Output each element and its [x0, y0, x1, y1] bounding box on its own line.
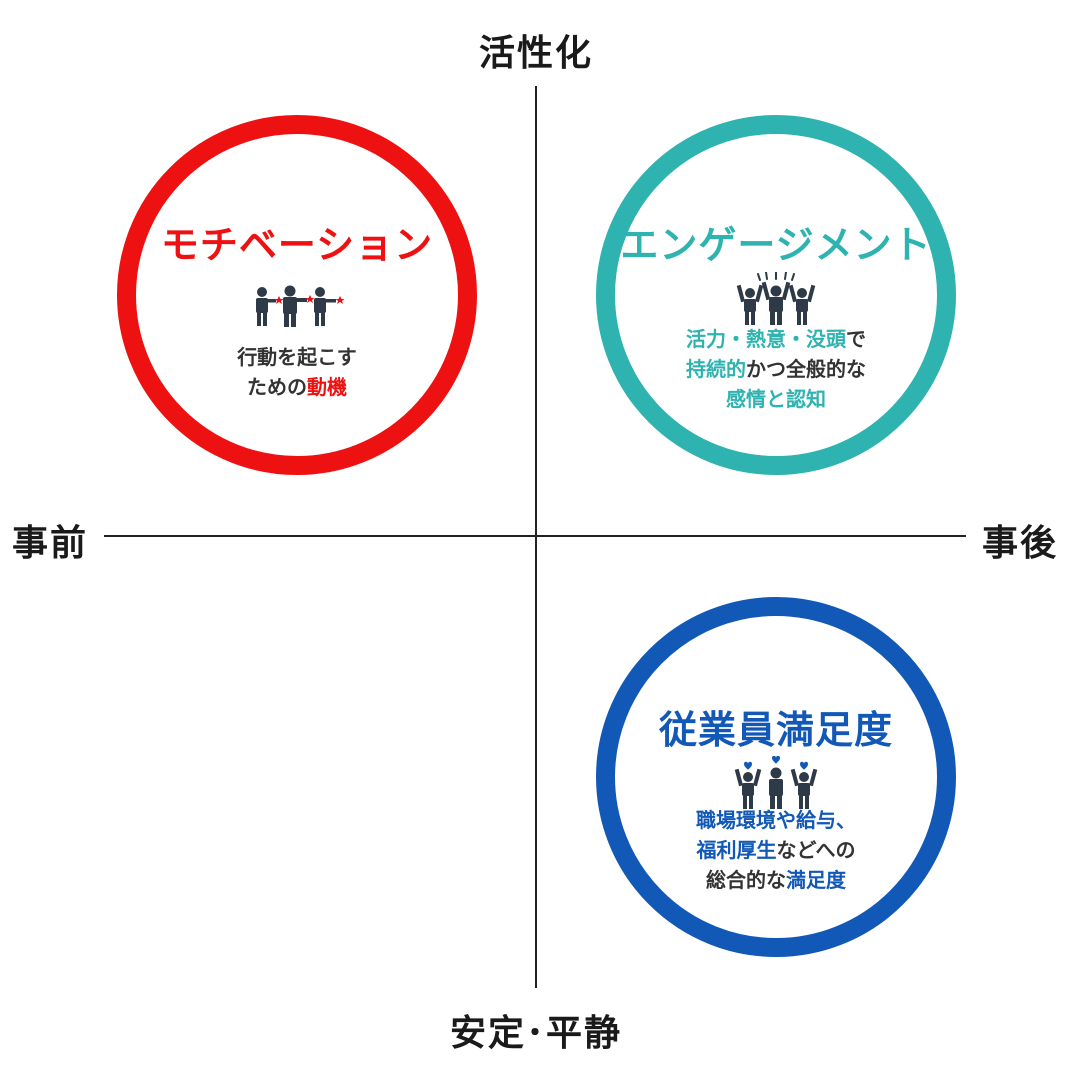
satisfaction-desc-text: 総合的な	[706, 868, 786, 892]
axis-label-bottom: 安定･平静	[449, 1013, 622, 1054]
axis-label-left: 事前	[12, 523, 89, 564]
people-cheering-icon	[615, 272, 937, 325]
axis-label-right: 事後	[981, 523, 1058, 564]
motivation-description: 行動を起こす ための動機	[136, 342, 458, 402]
motivation-desc-line1: 行動を起こす	[237, 345, 357, 369]
motivation-desc-line2: ための動機	[136, 372, 458, 402]
engagement-desc-keyword: 活力・熱意・没頭	[686, 327, 846, 351]
motivation-desc-text: ための	[247, 375, 307, 399]
satisfaction-desc-line3: 総合的な満足度	[615, 865, 937, 895]
satisfaction-description: 職場環境や給与、 福利厚生などへの 総合的な満足度	[615, 805, 937, 895]
satisfaction-desc-line1: 職場環境や給与、	[696, 808, 856, 832]
engagement-desc-line3: 感情と認知	[726, 387, 826, 411]
people-pointing-stars-icon	[136, 284, 458, 330]
satisfaction-desc-text: などへの	[776, 838, 856, 862]
motivation-desc-keyword: 動機	[307, 375, 347, 399]
motivation-circle: モチベーション	[117, 115, 477, 475]
people-hearts-icon	[615, 756, 937, 809]
satisfaction-desc-line2: 福利厚生などへの	[615, 835, 937, 865]
vertical-axis	[535, 86, 537, 988]
satisfaction-desc-keyword: 福利厚生	[696, 838, 777, 862]
axis-label-top: 活性化	[478, 33, 593, 74]
engagement-desc-line2: 持続的かつ全般的な	[615, 354, 937, 384]
engagement-desc-keyword: 持続的	[686, 357, 746, 381]
engagement-description: 活力・熱意・没頭で 持続的かつ全般的な 感情と認知	[615, 324, 937, 414]
satisfaction-desc-keyword: 満足度	[786, 868, 846, 892]
engagement-title: エンゲージメント	[620, 223, 932, 267]
horizontal-axis	[104, 535, 966, 537]
engagement-desc-text: で	[846, 327, 866, 351]
motivation-title: モチベーション	[160, 223, 434, 267]
satisfaction-circle: 従業員満足度	[596, 597, 956, 957]
satisfaction-title: 従業員満足度	[658, 708, 893, 752]
engagement-desc-text: かつ全般的な	[746, 357, 866, 381]
engagement-desc-line1: 活力・熱意・没頭で	[615, 324, 937, 354]
engagement-circle: エンゲージメント	[596, 115, 956, 475]
